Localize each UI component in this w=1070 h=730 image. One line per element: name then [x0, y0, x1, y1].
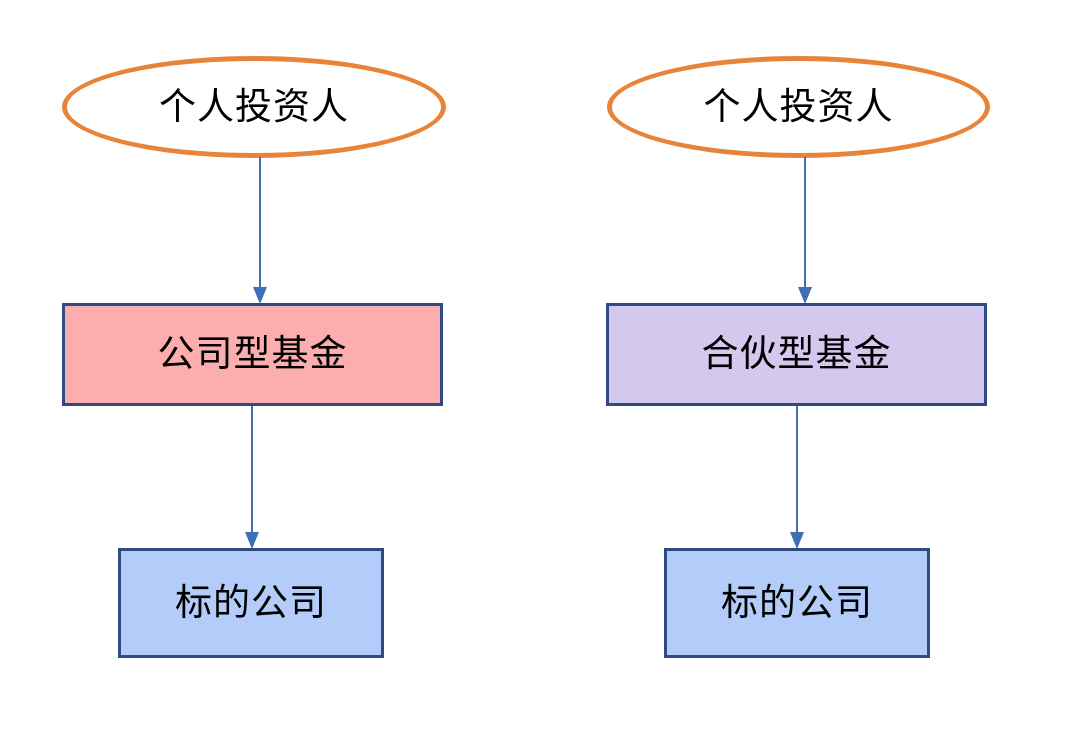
- node-label-partnership-fund: 合伙型基金: [701, 332, 892, 375]
- node-left-investor[interactable]: 个人投资人: [62, 56, 446, 158]
- node-left-target-company[interactable]: 标的公司: [118, 548, 384, 658]
- node-label-corporate-fund: 公司型基金: [157, 332, 348, 375]
- node-corporate-fund[interactable]: 公司型基金: [62, 303, 443, 406]
- connector-left-investor-to-corporate-fund: [245, 157, 275, 305]
- node-label-left-investor: 个人投资人: [159, 84, 349, 128]
- connector-partnership-fund-to-target-company: [782, 406, 812, 550]
- node-label-right-investor: 个人投资人: [703, 84, 894, 128]
- node-label-left-target-company: 标的公司: [175, 580, 327, 624]
- node-label-right-target-company: 标的公司: [721, 580, 873, 624]
- node-partnership-fund[interactable]: 合伙型基金: [606, 303, 987, 406]
- node-right-target-company[interactable]: 标的公司: [664, 548, 930, 658]
- node-right-investor[interactable]: 个人投资人: [607, 56, 990, 158]
- connector-right-investor-to-partnership-fund: [790, 157, 820, 305]
- connector-corporate-fund-to-target-company: [237, 406, 267, 550]
